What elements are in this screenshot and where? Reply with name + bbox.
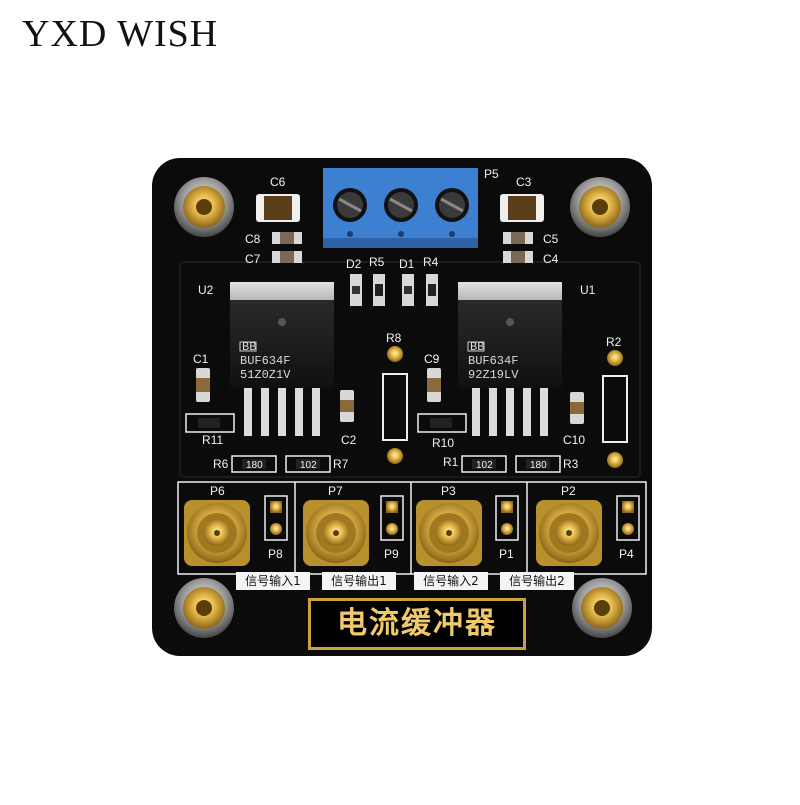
capacitor-c6 — [256, 194, 300, 222]
svg-text:BB: BB — [242, 340, 256, 354]
label-c10: C10 — [563, 433, 585, 447]
mounting-hole-tr — [570, 177, 630, 237]
label-d2: D2 — [346, 257, 362, 271]
code-r3: 180 — [530, 460, 547, 471]
label-d1: D1 — [399, 257, 415, 271]
code-r7: 102 — [300, 460, 317, 471]
sma-connector-p3 — [416, 500, 482, 566]
code-r1: 102 — [476, 460, 493, 471]
mounting-hole-tl — [174, 177, 234, 237]
capacitor-c3 — [500, 194, 544, 222]
board-title: 电流缓冲器 — [308, 598, 526, 650]
label-u2: U2 — [198, 283, 214, 297]
ic-u2: BB BUF634F 51Z0Z1V — [230, 282, 334, 436]
label-p7: P7 — [328, 484, 343, 498]
label-c1: C1 — [193, 352, 209, 366]
label-c8: C8 — [245, 232, 261, 246]
signal-label-input-1: 信号输入1 — [236, 572, 310, 590]
mounting-hole-bl — [174, 578, 234, 638]
label-u1: U1 — [580, 283, 596, 297]
label-r1: R1 — [443, 455, 459, 469]
signal-label-output-1: 信号输出1 — [322, 572, 396, 590]
label-r5: R5 — [369, 255, 385, 269]
svg-text:BUF634F: BUF634F — [240, 354, 290, 368]
sma-connector-p6 — [184, 500, 250, 566]
label-c3: C3 — [516, 175, 532, 189]
label-c6: C6 — [270, 175, 286, 189]
label-r3: R3 — [563, 457, 579, 471]
svg-text:BUF634F: BUF634F — [468, 354, 518, 368]
label-c7: C7 — [245, 252, 261, 266]
mounting-hole-br — [572, 578, 632, 638]
label-c4: C4 — [543, 252, 559, 266]
sma-connector-p2 — [536, 500, 602, 566]
label-p2: P2 — [561, 484, 576, 498]
label-p4: P4 — [619, 547, 634, 561]
header-p1 — [495, 495, 519, 541]
signal-label-output-2: 信号输出2 — [500, 572, 574, 590]
resistor-r2 — [602, 350, 628, 468]
label-p6: P6 — [210, 484, 225, 498]
label-p1: P1 — [499, 547, 514, 561]
header-p9 — [380, 495, 404, 541]
label-p8: P8 — [268, 547, 283, 561]
svg-text:51Z0Z1V: 51Z0Z1V — [240, 368, 291, 382]
label-r6: R6 — [213, 457, 229, 471]
label-r2: R2 — [606, 335, 622, 349]
label-r11: R11 — [202, 433, 223, 447]
sma-connector-p7 — [303, 500, 369, 566]
label-r10: R10 — [432, 436, 454, 450]
label-r4: R4 — [423, 255, 439, 269]
label-c5: C5 — [543, 232, 559, 246]
label-p9: P9 — [384, 547, 399, 561]
signal-label-input-2: 信号输入2 — [414, 572, 488, 590]
svg-text:BB: BB — [470, 340, 484, 354]
svg-text:92Z19LV: 92Z19LV — [468, 368, 519, 382]
label-p3: P3 — [441, 484, 456, 498]
brand-watermark: YXD WISH — [22, 13, 219, 55]
ic-u1: BB BUF634F 92Z19LV — [458, 282, 562, 436]
label-c2: C2 — [341, 433, 357, 447]
label-c9: C9 — [424, 352, 440, 366]
terminal-block — [323, 168, 478, 248]
code-r6: 180 — [246, 460, 263, 471]
label-r8: R8 — [386, 331, 402, 345]
label-r7: R7 — [333, 457, 349, 471]
label-p5: P5 — [484, 167, 499, 181]
header-p4 — [616, 495, 640, 541]
resistor-r8 — [382, 346, 408, 464]
header-p8 — [264, 495, 288, 541]
